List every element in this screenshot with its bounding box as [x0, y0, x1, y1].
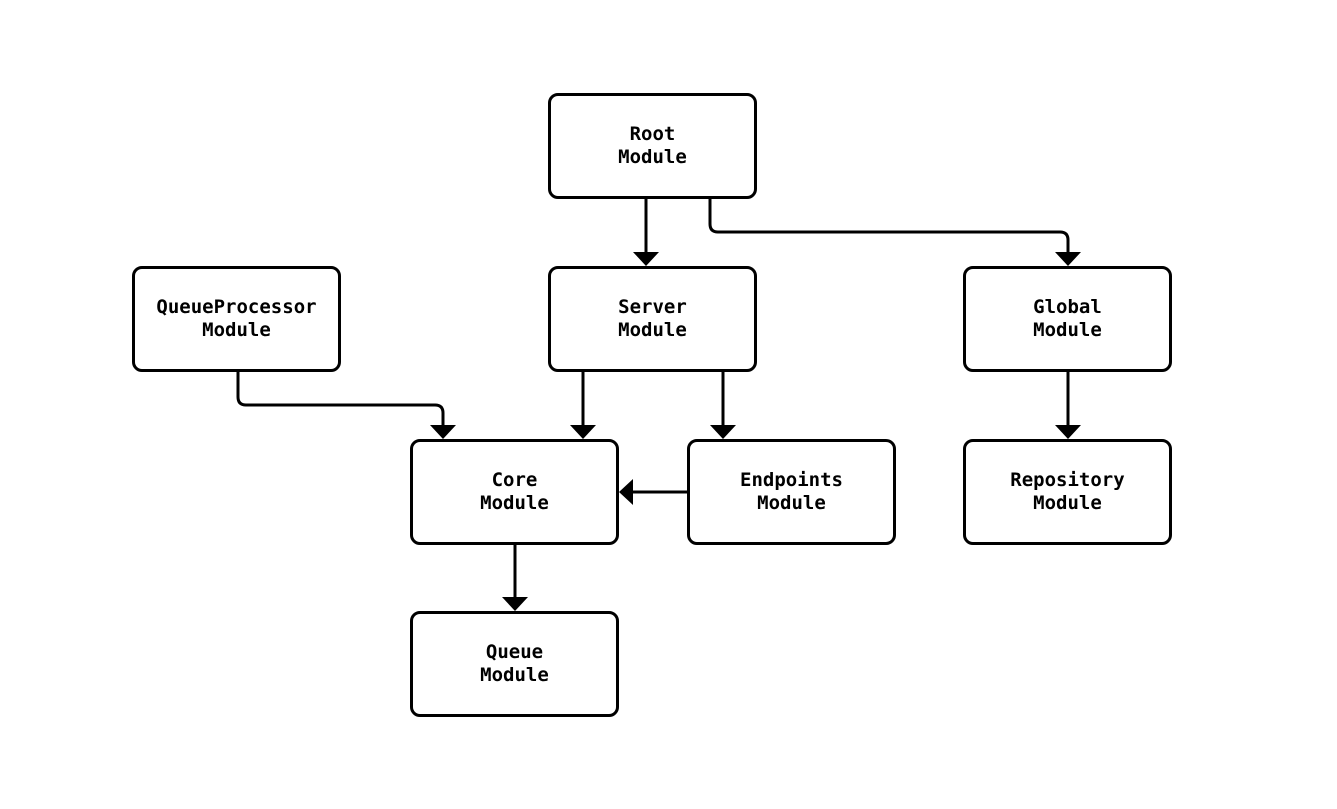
node-label-line: Global — [1033, 296, 1102, 318]
node-repository-module: Repository Module — [963, 439, 1172, 545]
node-label-line: Module — [202, 319, 271, 341]
node-endpoints-module: Endpoints Module — [687, 439, 896, 545]
node-queueprocessor-module: QueueProcessor Module — [132, 266, 341, 372]
node-label-line: Module — [480, 492, 549, 514]
node-label-line: Endpoints — [740, 469, 843, 491]
node-label-line: Root — [629, 123, 676, 145]
node-label-line: Module — [1033, 492, 1102, 514]
node-label-line: Module — [618, 146, 687, 168]
node-label-line: Core — [491, 469, 538, 491]
edge-core-to-queue — [502, 545, 528, 611]
node-global-module: Global Module — [963, 266, 1172, 372]
node-label-line: Module — [480, 664, 549, 686]
node-queue-module: Queue Module — [410, 611, 619, 717]
node-server-module: Server Module — [548, 266, 757, 372]
node-core-module: Core Module — [410, 439, 619, 545]
edge-endpoints-to-core — [619, 479, 687, 505]
node-root-module: Root Module — [548, 93, 757, 199]
edge-root-to-global — [708, 199, 1081, 266]
node-label-line: Server — [618, 296, 687, 318]
edge-root-to-server — [633, 199, 659, 266]
node-label-line: Module — [757, 492, 826, 514]
node-label-line: Module — [1033, 319, 1102, 341]
node-label-line: Repository — [1010, 469, 1125, 491]
edge-queueprocessor-to-core — [236, 372, 456, 439]
node-label-line: Queue — [485, 641, 544, 663]
node-label-line: QueueProcessor — [156, 296, 317, 318]
node-label-line: Module — [618, 319, 687, 341]
edge-server-to-endpoints — [710, 372, 736, 439]
edge-global-to-repository — [1055, 372, 1081, 439]
edge-server-to-core — [570, 372, 596, 439]
